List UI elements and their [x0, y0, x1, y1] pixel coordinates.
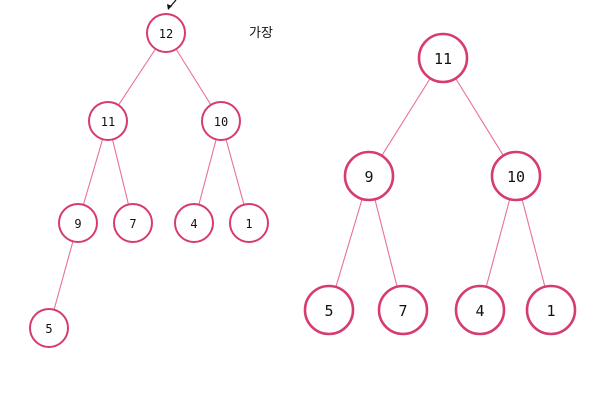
node-label: 4	[190, 217, 197, 231]
node-label: 11	[101, 115, 115, 129]
node-label: 12	[159, 27, 173, 41]
node-label: 10	[214, 115, 228, 129]
node-circle	[490, 150, 542, 202]
node-b7: 7	[377, 284, 429, 336]
node-a7: 7	[113, 203, 153, 243]
node-circle	[146, 13, 186, 53]
tree-b: 11 9 10 5 7 4 1	[303, 32, 577, 336]
node-circle	[58, 203, 98, 243]
node-circle	[174, 203, 214, 243]
node-circle	[343, 150, 395, 202]
node-a9: 9	[58, 203, 98, 243]
node-b1: 1	[525, 284, 577, 336]
node-label: 10	[507, 168, 525, 186]
node-label: 4	[475, 302, 484, 320]
node-label: 1	[245, 217, 252, 231]
node-label: 1	[546, 302, 555, 320]
node-circle	[377, 284, 429, 336]
node-label: 11	[434, 50, 452, 68]
node-label: 9	[364, 168, 373, 186]
node-label: 7	[398, 302, 407, 320]
node-label: 9	[74, 217, 81, 231]
node-label: 5	[324, 302, 333, 320]
node-b4: 4	[454, 284, 506, 336]
node-circle	[201, 101, 241, 141]
node-a12: 12	[146, 13, 186, 53]
pointer-arrow-head	[167, 4, 172, 10]
node-circle	[454, 284, 506, 336]
pointer-arrow	[167, 0, 177, 10]
node-circle	[417, 32, 469, 84]
caption-label: 가장	[249, 26, 273, 41]
node-a11: 11	[88, 101, 128, 141]
node-circle	[113, 203, 153, 243]
node-circle	[525, 284, 577, 336]
node-a1: 1	[229, 203, 269, 243]
node-label: 7	[129, 217, 136, 231]
tree-a-edges	[48, 32, 250, 329]
tree-a-nodes: 12 11 10 9 7 4 1 5	[29, 13, 269, 348]
node-circle	[229, 203, 269, 243]
node-a5: 5	[29, 308, 69, 348]
node-b11: 11	[417, 32, 469, 84]
node-circle	[29, 308, 69, 348]
node-b9: 9	[343, 150, 395, 202]
node-circle	[88, 101, 128, 141]
node-b5: 5	[303, 284, 355, 336]
node-circle	[303, 284, 355, 336]
tree-a: 12 11 10 9 7 4 1 5	[29, 13, 269, 348]
node-b10: 10	[490, 150, 542, 202]
tree-b-nodes: 11 9 10 5 7 4 1	[303, 32, 577, 336]
node-a4: 4	[174, 203, 214, 243]
node-a10: 10	[201, 101, 241, 141]
node-label: 5	[45, 322, 52, 336]
